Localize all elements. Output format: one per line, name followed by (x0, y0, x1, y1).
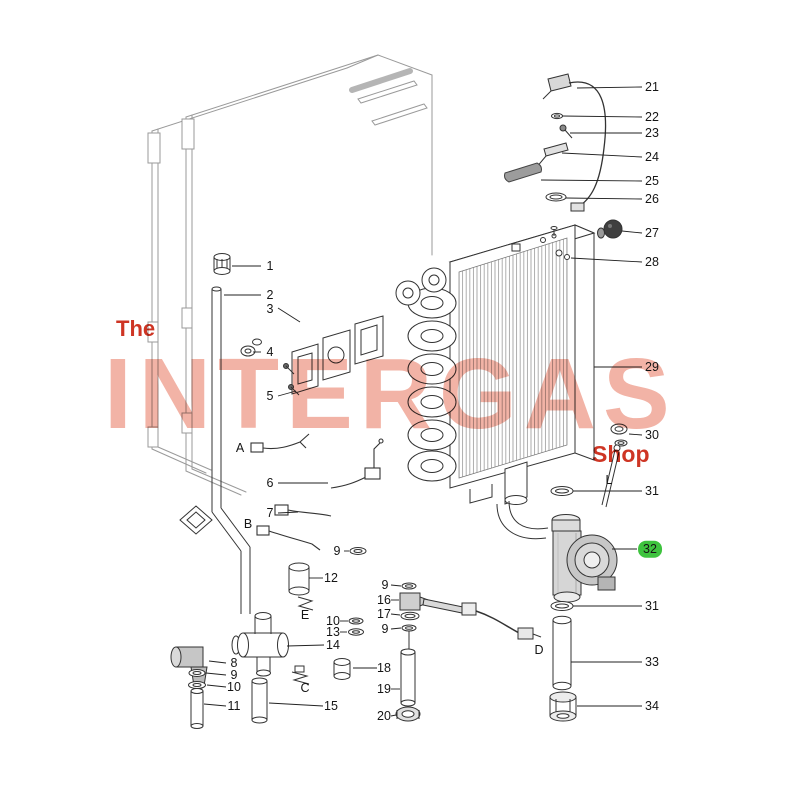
heat-exchanger (448, 224, 596, 540)
part-label-3: 3 (266, 301, 274, 316)
part-label-24: 24 (645, 149, 659, 164)
part-label-1: 1 (266, 258, 274, 273)
part-label-13: 13 (326, 624, 340, 639)
part-label-c: C (300, 680, 310, 695)
part-label-a: A (235, 440, 245, 455)
part-label-33: 33 (645, 654, 659, 669)
part-label-28: 28 (645, 254, 659, 269)
part-label-14: 14 (326, 637, 340, 652)
part-label-e: E (300, 607, 310, 622)
part-label-4: 4 (266, 344, 274, 359)
fitting-8-group (170, 646, 310, 729)
part-label-9: 9 (381, 577, 389, 592)
part-label-20: 20 (377, 708, 391, 723)
part-label-18: 18 (377, 660, 391, 675)
part-label-23: 23 (645, 125, 659, 140)
part-label-17: 17 (377, 606, 391, 621)
part-label-d: D (534, 642, 544, 657)
part-label-30: 30 (645, 427, 659, 442)
part-label-9: 9 (381, 621, 389, 636)
fitting-30-probe-l (601, 423, 628, 508)
part-label-32: 32 (638, 540, 662, 558)
part-label-5: 5 (266, 388, 274, 403)
cabinet-outline (147, 54, 433, 496)
part-label-12: 12 (324, 570, 338, 585)
part-label-b: B (243, 516, 253, 531)
electrodes (250, 433, 384, 551)
part-label-16: 16 (377, 592, 391, 607)
part-label-31: 31 (645, 483, 659, 498)
part-label-31: 31 (645, 598, 659, 613)
part-label-10: 10 (326, 613, 340, 628)
part-label-26: 26 (645, 191, 659, 206)
coil-tubes (395, 267, 457, 482)
part-label-2: 2 (266, 287, 274, 302)
part-label-34: 34 (645, 698, 659, 713)
part-label-29: 29 (645, 359, 659, 374)
part-label-6: 6 (266, 475, 274, 490)
pump-group (549, 486, 618, 722)
part-label-27: 27 (645, 225, 659, 240)
valve-14 (231, 612, 289, 677)
leader-lines (203, 86, 643, 717)
part-label-l: L (605, 472, 613, 487)
part-label-8: 8 (230, 655, 238, 670)
part-label-10: 10 (227, 679, 241, 694)
small-washers (348, 547, 367, 636)
part-label-7: 7 (266, 505, 274, 520)
part-label-11: 11 (227, 698, 241, 713)
flow-assembly (333, 582, 542, 722)
valve-12 (288, 562, 314, 611)
part-label-25: 25 (645, 173, 659, 188)
part-label-15: 15 (324, 698, 338, 713)
pipe-2-and-fitting-1 (179, 253, 251, 614)
ignition-parts (504, 73, 623, 239)
part-label-21: 21 (645, 79, 659, 94)
part-label-19: 19 (377, 681, 391, 696)
part-label-9: 9 (230, 667, 238, 682)
part-label-9: 9 (333, 543, 341, 558)
inspection-plates (240, 315, 384, 396)
part-label-22: 22 (645, 109, 659, 124)
